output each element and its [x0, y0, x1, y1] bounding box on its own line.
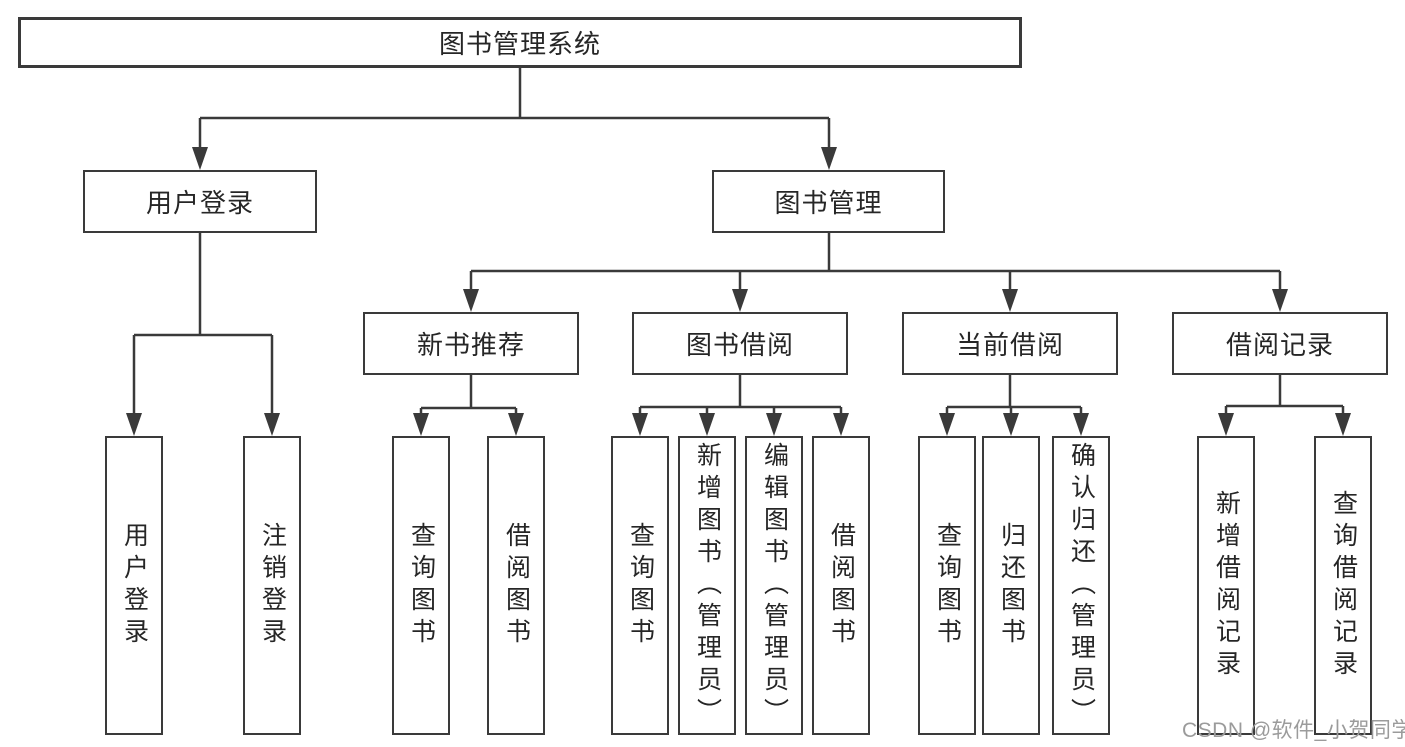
node-book-management: 图书管理: [712, 170, 945, 233]
leaf-add-borrow-record: 新增借阅记录: [1197, 436, 1255, 735]
leaf-query-books-recommend: 查询图书: [392, 436, 450, 735]
leaf-confirm-return-admin: 确认归还（管理员）: [1052, 436, 1110, 735]
csdn-watermark: CSDN @软件_小贺同学: [1182, 719, 1405, 742]
leaf-query-books-current: 查询图书: [918, 436, 976, 735]
node-current-borrow: 当前借阅: [902, 312, 1118, 375]
node-borrow-records: 借阅记录: [1172, 312, 1388, 375]
leaf-return-books: 归还图书: [982, 436, 1040, 735]
leaf-borrow-books-recommend: 借阅图书: [487, 436, 545, 735]
leaf-edit-books-admin: 编辑图书（管理员）: [745, 436, 803, 735]
node-user-login: 用户登录: [83, 170, 317, 233]
node-new-book-recommend: 新书推荐: [363, 312, 579, 375]
leaf-query-books-borrow: 查询图书: [611, 436, 669, 735]
leaf-logout: 注销登录: [243, 436, 301, 735]
leaf-user-login: 用户登录: [105, 436, 163, 735]
leaf-add-books-admin: 新增图书（管理员）: [678, 436, 736, 735]
arrowhead-icons: [126, 147, 1351, 436]
node-book-borrow: 图书借阅: [632, 312, 848, 375]
leaf-query-borrow-record: 查询借阅记录: [1314, 436, 1372, 735]
node-system-root: 图书管理系统: [18, 17, 1022, 68]
leaf-borrow-books: 借阅图书: [812, 436, 870, 735]
